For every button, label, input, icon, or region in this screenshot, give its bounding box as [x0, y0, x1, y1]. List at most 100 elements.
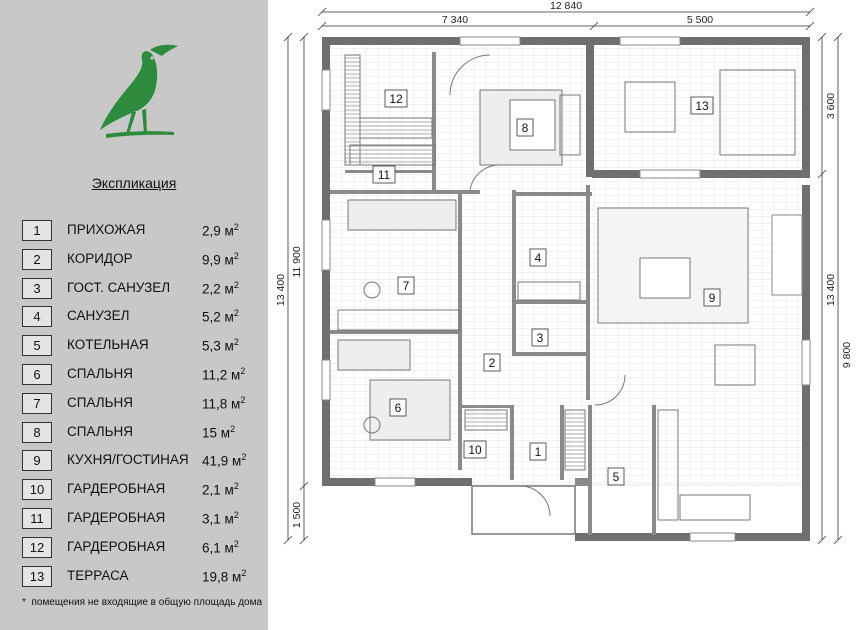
- plan-room-label: 10: [463, 440, 487, 459]
- plan-label-text: 12: [389, 92, 403, 106]
- room-name: СПАЛЬНЯ: [67, 366, 133, 381]
- dim-main-depth-right: 9 800: [841, 342, 853, 368]
- room-number-box: 5: [22, 335, 52, 357]
- room-area-value: 3,1 м: [202, 511, 234, 527]
- room-number-box: 6: [22, 364, 52, 385]
- room-area-unit-sup: 2: [233, 510, 239, 520]
- room-name: ГАРДЕРОБНАЯ: [67, 538, 166, 554]
- room-area-unit-sup: 2: [241, 567, 247, 578]
- plan-label-text: 10: [468, 443, 482, 457]
- plan-label-text: 6: [395, 401, 402, 415]
- room-name: КОТЕЛЬНАЯ: [67, 337, 149, 353]
- explication-row: 5 КОТЕЛЬНАЯ 5,3 м2: [22, 335, 262, 357]
- windows: [321, 36, 811, 542]
- dim-total-height-right: 13 400: [825, 274, 837, 306]
- bird-logo-icon: [100, 44, 178, 138]
- plan-label-text: 13: [695, 99, 709, 113]
- room-area-value: 2,9 м: [202, 223, 234, 239]
- room-area-unit-sup: 2: [230, 423, 236, 434]
- plan-label-text: 8: [522, 121, 529, 135]
- room-number-box: 9: [22, 450, 52, 472]
- room-area-unit-sup: 2: [240, 394, 246, 405]
- room-number-box: 1: [22, 220, 52, 241]
- room-number-box: 10: [22, 479, 52, 501]
- explication-title: Экспликация: [91, 175, 177, 191]
- room-area-unit-sup: 2: [233, 538, 239, 549]
- room-area-unit-sup: 2: [233, 250, 239, 261]
- plan-label-box: [516, 118, 534, 137]
- room-area-value: 11,2 м: [202, 367, 241, 383]
- room-name: КУХНЯ/ГОСТИНАЯ: [67, 452, 189, 468]
- inner-walls: [330, 52, 656, 535]
- room-number-box: 8: [22, 421, 52, 443]
- plan-label-text: 9: [709, 291, 716, 305]
- room-area-unit-sup: 2: [233, 337, 239, 348]
- room-area: 11,2 м2: [202, 366, 245, 383]
- room-area-value: 5,3 м: [202, 338, 234, 354]
- room-area-value: 5,2 м: [202, 309, 234, 325]
- room-area-value: 6,1 м: [202, 540, 234, 556]
- plan-label-box: [384, 89, 408, 108]
- room-area-value: 41,9 м: [202, 453, 242, 469]
- room-area-value: 2,1 м: [202, 482, 234, 498]
- plan-room-label: 8: [516, 118, 534, 137]
- explication-row: 9 КУХНЯ/ГОСТИНАЯ 41,9 м2: [22, 450, 262, 472]
- room-name: ГОСТ. САНУЗЕЛ: [67, 279, 171, 295]
- room-number-box: 7: [22, 392, 52, 414]
- room-area-value: 11,8 м: [202, 396, 241, 412]
- room-number-box: 4: [22, 306, 52, 328]
- plan-room-label: 9: [703, 288, 721, 307]
- plan-label-box: [483, 353, 501, 372]
- room-area-value: 19,8 м: [202, 569, 242, 585]
- room-area-unit-sup: 2: [233, 308, 239, 319]
- plan-label-box: [397, 276, 415, 295]
- room-area: 2,2 м2: [202, 280, 239, 297]
- plan-label-text: 4: [535, 251, 542, 265]
- dimension-lines: [283, 7, 843, 545]
- room-area: 41,9 м2: [202, 452, 246, 469]
- plan-label-box: [372, 165, 396, 184]
- dim-total-width: 12 840: [550, 0, 582, 12]
- room-name: ГАРДЕРОБНАЯ: [67, 481, 166, 497]
- room-area: 2,9 м2: [202, 222, 239, 239]
- room-area: 3,1 м2: [202, 510, 239, 527]
- plan-label-text: 7: [403, 279, 410, 293]
- plan-label-box: [529, 248, 547, 267]
- plan-room-label: 1: [529, 442, 547, 461]
- room-number-box: 11: [22, 508, 52, 529]
- plan-room-label: 3: [531, 328, 549, 347]
- dim-inner-height-left: 11 900: [291, 246, 303, 277]
- footnote: * помещения не входящие в общую площадь …: [22, 597, 262, 608]
- room-area-value: 15 м: [202, 425, 231, 441]
- room-area-unit-sup: 2: [241, 452, 247, 463]
- plan-label-text: 11: [378, 168, 391, 182]
- plan-label-text: 5: [613, 470, 620, 484]
- plan-label-text: 1: [535, 445, 542, 459]
- room-area: 5,2 м2: [202, 308, 239, 325]
- explication-row: 12 ГАРДЕРОБНАЯ 6,1 м2: [22, 536, 262, 558]
- plan-room-label: 4: [529, 248, 547, 267]
- plan-label-box: [607, 467, 625, 486]
- room-area-unit-sup: 2: [233, 279, 239, 290]
- room-area: 19,8 м2: [202, 568, 246, 585]
- plan-label-box: [703, 288, 721, 307]
- room-name: КОРИДОР: [67, 250, 133, 266]
- room-area: 2,1 м2: [202, 481, 239, 498]
- plan-label-box: [389, 398, 407, 417]
- room-number-box: 12: [22, 536, 52, 558]
- room-name: ПРИХОЖАЯ: [67, 222, 146, 237]
- dim-terrace-depth: 3 600: [825, 93, 837, 119]
- room-name: СПАЛЬНЯ: [67, 423, 133, 439]
- furniture: [337, 54, 796, 521]
- plan-label-box: [531, 328, 549, 347]
- explication-row: 6 СПАЛЬНЯ 11,2 м2: [22, 364, 262, 385]
- explication-row: 1 ПРИХОЖАЯ 2,9 м2: [22, 220, 262, 241]
- plan-label-text: 3: [537, 331, 544, 345]
- dim-left-width: 7 340: [442, 14, 468, 26]
- plan-room-label: 5: [607, 467, 625, 486]
